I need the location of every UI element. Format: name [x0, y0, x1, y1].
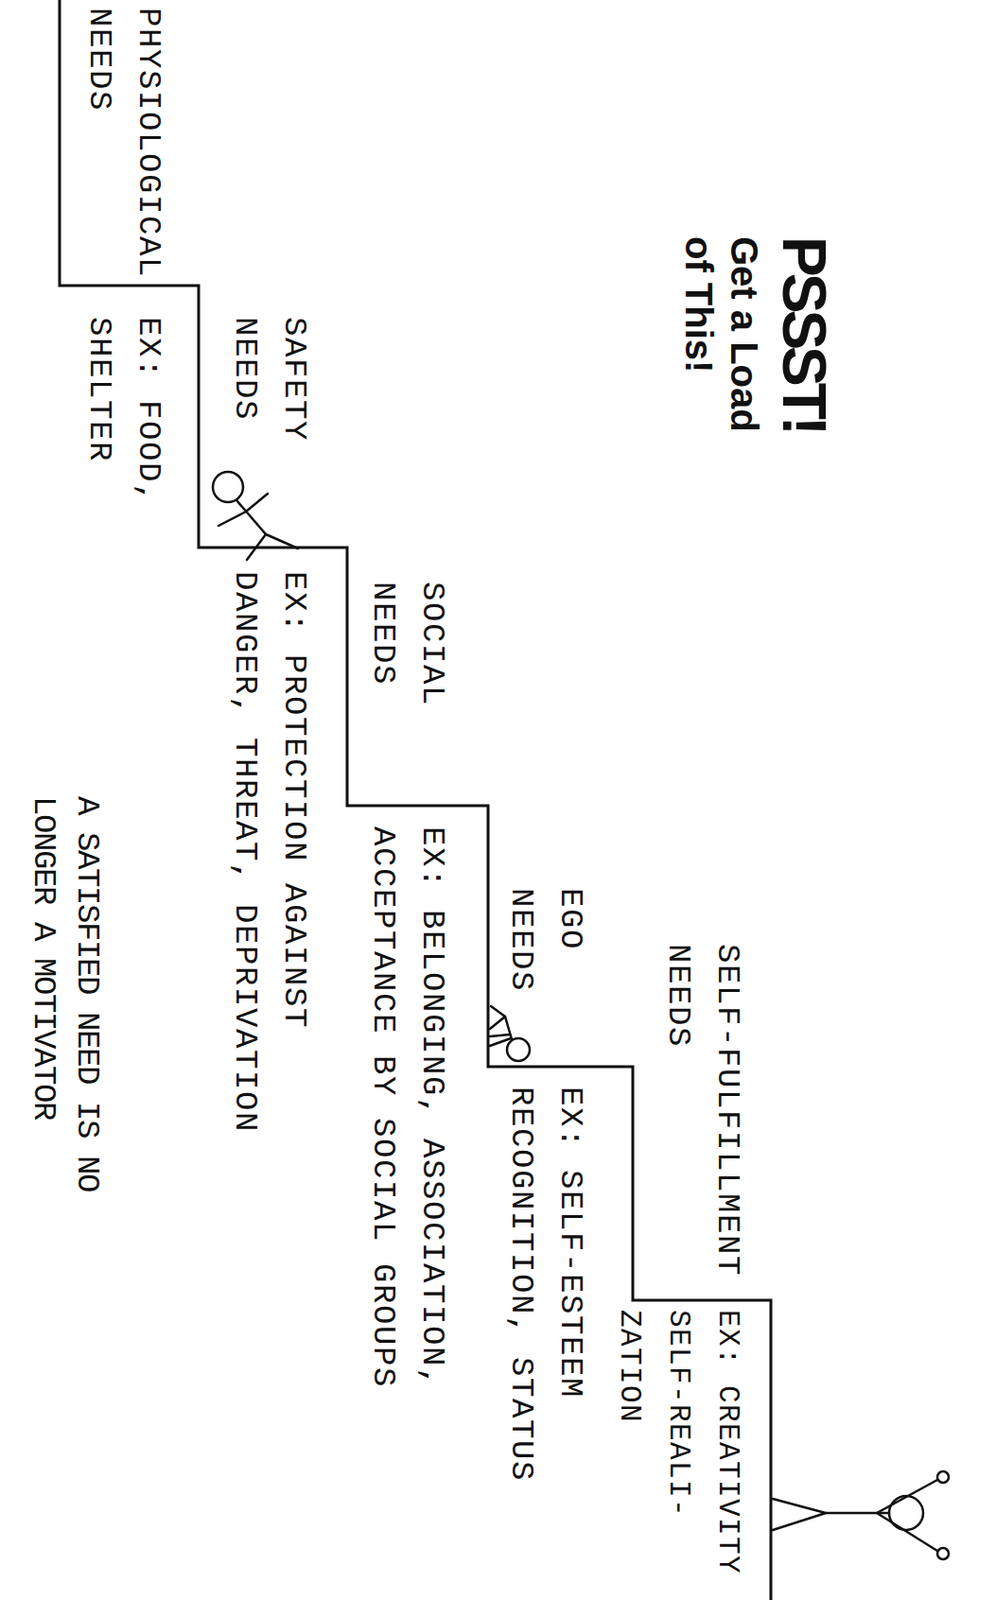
need-level-label: SOCIAL NEEDS — [358, 581, 457, 734]
need-example-label: EX: BELONGING, ASSOCIATION, ACCEPTANCE B… — [358, 826, 457, 1414]
need-example-label: EX: SELF-ESTEEM RECOGNITION, STATUS — [496, 1086, 595, 1494]
need-level-label: SELF-FULFILLMENT NEEDS — [653, 943, 752, 1294]
crawling-figure — [489, 1006, 530, 1062]
need-level-label: PHYSIOLOGICAL NEEDS — [74, 7, 174, 292]
falling-figure — [212, 471, 298, 560]
diagram-title: PSSST! Get a Load of This! — [676, 236, 840, 445]
need-example-label: EX: CREATIVITY SELF-REALI- ZATION — [604, 1310, 752, 1587]
victory-figure — [772, 1471, 949, 1560]
diagram-caption: A SATISFIED NEED IS NO LONGER A MOTIVATO… — [21, 796, 109, 1204]
need-example-label: EX: FOOD, SHELTER — [74, 316, 174, 525]
staircase-line — [59, 0, 771, 1600]
need-level-label: SAFETY NEEDS — [220, 316, 319, 469]
need-level-label: EGO NEEDS — [496, 888, 595, 1012]
need-example-label: EX: PROTECTION AGAINST DANGER, THREAT, D… — [220, 571, 319, 1158]
